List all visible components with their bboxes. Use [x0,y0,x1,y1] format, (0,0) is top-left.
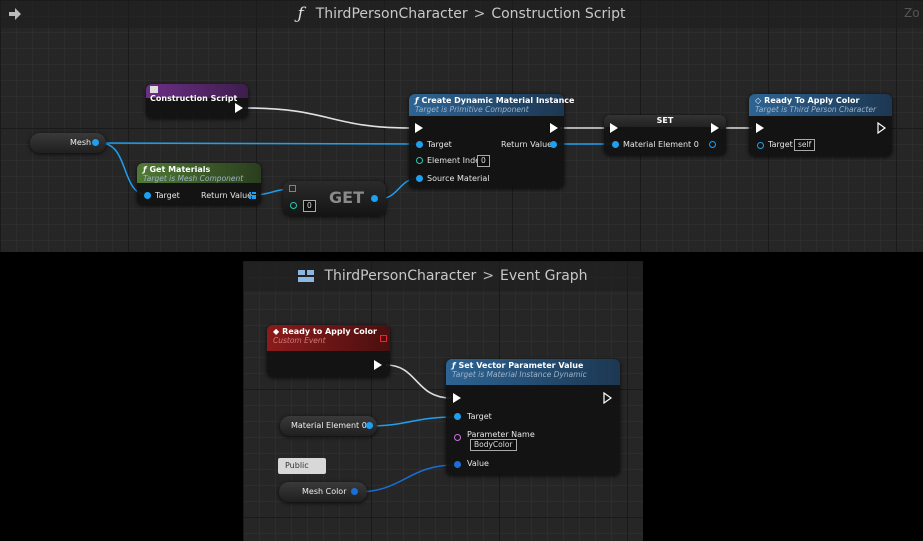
exec-out-pin[interactable] [374,360,382,370]
value-pin[interactable] [454,461,461,468]
breadcrumb-class[interactable]: ThirdPersonCharacter [324,268,477,284]
mesh-color-output-pin[interactable] [351,488,358,495]
node-subtitle: Target is Primitive Component [415,105,529,114]
variable-label: Mesh [70,138,92,147]
node-subtitle: Custom Event [273,336,326,345]
parameter-name-label: Parameter Name [467,430,535,439]
function-icon: ƒ [415,96,419,105]
public-label: Public [285,461,309,470]
source-material-pin[interactable] [416,175,423,182]
target-value[interactable]: self [794,139,816,151]
set-label: SET [656,116,674,125]
target-pin[interactable] [144,192,151,199]
back-arrow-icon[interactable] [8,6,22,25]
mesh-variable-node[interactable]: Mesh [30,133,106,153]
parameter-name-value[interactable]: BodyColor [470,439,517,451]
material-element-in-pin[interactable] [612,141,619,148]
target-label: Target [467,412,492,421]
target-pin[interactable] [416,141,423,148]
breadcrumb-separator: > [473,6,486,22]
target-label: Target [427,140,452,149]
event-icon: ◆ [273,327,280,336]
function-icon: ƒ [143,165,147,174]
target-pin[interactable] [757,142,764,149]
bottom-wires [356,364,456,493]
return-value-pin[interactable] [550,141,557,148]
node-subtitle: Target is Material Instance Dynamic [452,370,587,379]
exec-in-pin[interactable] [415,123,423,133]
breadcrumb-graph[interactable]: Event Graph [500,268,588,284]
exec-out-pin[interactable] [235,103,243,113]
breadcrumb-graph[interactable]: Construction Script [491,6,626,22]
public-tag: Public [278,458,326,474]
node-subtitle: Target is Third Person Character [755,105,877,114]
index-pin[interactable] [290,202,297,209]
target-label: Target [768,140,793,149]
exec-out-pin[interactable] [603,391,613,406]
construction-script-graph[interactable]: ƒ ThirdPersonCharacter > Construction Sc… [0,0,923,252]
exec-in-pin[interactable] [610,123,618,133]
exec-in-pin[interactable] [453,393,461,403]
element-index-label: Element Index [427,156,485,165]
mesh-color-variable-node[interactable]: Mesh Color [279,482,367,502]
get-label: GET [329,188,364,207]
ready-to-apply-color-event-node[interactable]: ◆Ready to Apply Color Custom Event [267,325,390,377]
variable-label: Material Element 0 [291,421,367,430]
element-index-pin[interactable] [416,157,423,164]
delegate-pin[interactable] [380,335,387,342]
exec-out-outline [877,121,887,136]
ready-to-apply-color-call-node[interactable]: ◇Ready To Apply Color Target is Third Pe… [749,94,892,156]
function-icon: ƒ [452,361,456,370]
get-array-node[interactable]: GET 0 [283,181,386,216]
breadcrumb-class[interactable]: ThirdPersonCharacter [315,6,468,22]
event-icon: ◇ [755,96,762,105]
material-element-output-pin[interactable] [366,422,373,429]
event-graph[interactable]: ThirdPersonCharacter > Event Graph ◆Read… [243,261,643,541]
node-title: ◆Ready to Apply Color [273,327,377,336]
return-value-label: Return Value [501,140,553,149]
exec-in-pin[interactable] [756,123,764,133]
exec-out-pin[interactable] [711,123,719,133]
index-value[interactable]: 0 [303,200,316,212]
node-title: ◇Ready To Apply Color [755,96,860,105]
get-output-pin[interactable] [371,195,378,202]
function-icon: ƒ [297,4,304,24]
source-material-label: Source Material [427,174,490,183]
exec-out-pin[interactable] [550,123,558,133]
parameter-name-pin[interactable] [454,434,461,441]
mesh-output-pin[interactable] [92,139,99,146]
variable-label: Mesh Color [302,487,347,496]
node-subtitle: Target is Mesh Component [143,174,244,183]
element-index-value[interactable]: 0 [477,155,490,167]
node-title: Construction Script [150,94,238,103]
construction-script-node[interactable]: Construction Script [146,84,248,118]
value-label: Value [467,459,489,468]
breadcrumb-separator: > [482,268,495,284]
target-pin[interactable] [454,413,461,420]
material-element-label: Material Element 0 [623,140,699,149]
set-variable-node[interactable]: SET Material Element 0 [604,115,726,155]
array-icon[interactable] [249,192,256,199]
material-element-variable-node[interactable]: Material Element 0 [280,416,377,436]
array-icon[interactable] [289,185,296,192]
material-element-out-pin[interactable] [709,141,716,148]
zoom-label: Zo [904,6,920,20]
return-value-label: Return Value [201,191,253,200]
blueprint-icon [298,270,315,282]
graph-breadcrumb: ThirdPersonCharacter > Event Graph [243,261,643,291]
event-icon [150,86,158,93]
target-label: Target [155,191,180,200]
graph-breadcrumb: ƒ ThirdPersonCharacter > Construction Sc… [0,0,923,28]
